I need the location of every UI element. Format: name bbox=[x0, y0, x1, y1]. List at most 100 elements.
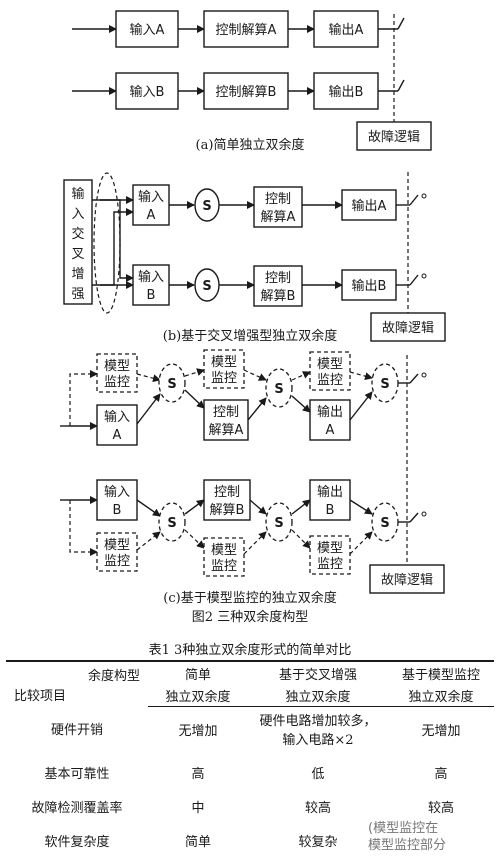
table-row: 故障检测覆盖率 中 较高 较高 bbox=[6, 789, 494, 823]
table-cell: 中 bbox=[191, 800, 205, 816]
b-input-a-sub: A bbox=[147, 208, 156, 223]
row-label: 软件复杂度 bbox=[44, 834, 110, 850]
c-top-selector-3-label: S bbox=[380, 377, 389, 392]
switch-b-icon bbox=[397, 79, 405, 92]
table-cell: 简单 bbox=[184, 834, 211, 850]
column-header-sub: 独立双余度 bbox=[388, 684, 494, 707]
b-control-a-label: 控制 bbox=[265, 192, 291, 207]
column-header-sub: 独立双余度 bbox=[248, 684, 388, 707]
column-header: 基于交叉增强 bbox=[248, 660, 388, 684]
caption-b: (b)基于交叉增强型独立双余度 bbox=[163, 328, 337, 344]
c-bottom-selector-1 bbox=[158, 502, 186, 542]
table-cell: 较高 bbox=[427, 800, 454, 816]
b-output-a-label: 输出A bbox=[352, 198, 387, 214]
c-bottom-model3-box bbox=[309, 535, 351, 575]
c-top-model2-label: 模型 bbox=[211, 355, 237, 370]
b-input-b-box bbox=[132, 264, 170, 306]
c-bottom-input-label: 输入 bbox=[104, 484, 130, 500]
column-header: 基于模型监控 bbox=[388, 660, 494, 684]
b-selector-b-label: S bbox=[202, 279, 211, 294]
c-top-input-box bbox=[96, 404, 138, 446]
diagram-b: 输 入 交 叉 增 强 输入 A 输入 B S S 控制 解算A 控制 解算B bbox=[63, 172, 446, 344]
watermark-line: (模型监控在 bbox=[368, 821, 439, 836]
b-control-b-sub: 解算B bbox=[261, 289, 296, 304]
c-bottom-output-sub: B bbox=[326, 503, 335, 518]
c-top-switch-icon bbox=[409, 373, 419, 384]
c-top-model2-box bbox=[203, 349, 245, 389]
c-top-output-sub: A bbox=[326, 423, 335, 438]
c-bottom-switch-icon bbox=[409, 512, 419, 523]
c-top-input-label: 输入 bbox=[104, 409, 130, 425]
c-bottom-selector-1-label: S bbox=[167, 516, 176, 531]
corner-item-label: 比较项目 bbox=[14, 688, 67, 704]
c-bottom-selector-2 bbox=[265, 502, 293, 542]
table-title: 表1 3种独立双余度形式的简单对比 bbox=[148, 643, 352, 658]
fault-logic-box-b bbox=[370, 312, 446, 342]
b-input-b-label: 输入 bbox=[138, 269, 164, 285]
c-top-model1-box bbox=[96, 353, 138, 393]
row-label: 故障检测覆盖率 bbox=[31, 800, 123, 816]
c-bottom-model2-sub: 监控 bbox=[211, 559, 237, 574]
b-control-a-sub: 解算A bbox=[261, 210, 296, 225]
c-bottom-model3-sub: 监控 bbox=[317, 557, 343, 572]
cross-input-char: 强 bbox=[71, 287, 84, 302]
cross-input-char: 交 bbox=[71, 226, 84, 242]
cross-enhancement-ellipse bbox=[93, 172, 121, 314]
c-top-control-sub: 解算A bbox=[209, 423, 244, 438]
b-input-b-sub: B bbox=[147, 288, 156, 303]
c-bottom-control-box bbox=[203, 479, 251, 521]
c-bottom-control-sub: 解算B bbox=[210, 503, 245, 518]
fault-logic-box-a bbox=[356, 121, 432, 151]
cross-input-char: 增 bbox=[71, 267, 84, 282]
cross-input-char: 叉 bbox=[71, 247, 84, 262]
c-top-model2-sub: 监控 bbox=[211, 371, 237, 386]
c-top-model1-sub: 监控 bbox=[104, 375, 130, 390]
c-top-model3-box bbox=[309, 351, 351, 391]
b-selector-a-label: S bbox=[202, 199, 211, 214]
c-top-model3-label: 模型 bbox=[317, 357, 343, 372]
fault-logic-label-b: 故障逻辑 bbox=[382, 321, 434, 336]
output-a-label: 输出A bbox=[329, 22, 364, 38]
cross-input-char: 入 bbox=[71, 207, 84, 222]
c-top-output-label: 输出 bbox=[317, 404, 343, 420]
input-b-label: 输入B bbox=[130, 84, 165, 100]
cross-input-box bbox=[63, 179, 93, 305]
c-bottom-output-box bbox=[309, 479, 351, 521]
table-cell: 无增加 bbox=[421, 723, 461, 739]
table-row: 硬件开销 无增加 硬件电路增加较多， 输入电路×2 无增加 bbox=[6, 707, 494, 756]
table-cell: 低 bbox=[311, 766, 325, 782]
c-bottom-control-label: 控制 bbox=[214, 485, 240, 500]
c-bottom-model1-box bbox=[96, 532, 138, 572]
c-top-selector-2 bbox=[265, 368, 293, 408]
c-bottom-input-box bbox=[96, 479, 138, 521]
c-bottom-model1-label: 模型 bbox=[104, 538, 130, 553]
output-b-label: 输出B bbox=[329, 84, 364, 100]
redundancy-architecture-figure: 输入A 控制解算A 输出A 输入B 控制解算B 输出B 故障逻辑 (a)简单独立… bbox=[60, 10, 446, 625]
b-control-b-label: 控制 bbox=[265, 271, 291, 286]
column-header-sub: 独立双余度 bbox=[148, 684, 248, 707]
fault-logic-box-c bbox=[369, 564, 445, 594]
c-bottom-output-label: 输出 bbox=[317, 484, 343, 500]
comparison-table: 余度构型 比较项目 简单 基于交叉增强 基于模型监控 独立双余度 独立双余度 独… bbox=[6, 660, 494, 857]
c-bottom-model2-box bbox=[203, 537, 245, 577]
c-bottom-input-sub: B bbox=[113, 503, 122, 518]
b-output-b-box bbox=[341, 269, 397, 301]
b-control-a-box bbox=[253, 186, 303, 228]
c-top-selector-1 bbox=[158, 363, 186, 403]
b-control-b-box bbox=[253, 265, 303, 307]
figure-caption: 图2 三种双余度构型 bbox=[192, 609, 308, 625]
row-label: 基本可靠性 bbox=[44, 766, 110, 782]
c-top-control-box bbox=[203, 399, 249, 441]
watermark-text: (模型监控在 模型监控部分 bbox=[368, 820, 446, 854]
c-top-output-box bbox=[309, 399, 351, 441]
table-cell: 较高 bbox=[304, 800, 331, 816]
cross-input-char: 输 bbox=[71, 186, 84, 202]
diagram-a: 输入A 控制解算A 输出A 输入B 控制解算B 输出B 故障逻辑 (a)简单独立… bbox=[72, 10, 432, 153]
control-b-label: 控制解算B bbox=[216, 85, 277, 100]
table-cell: 硬件电路增加较多， 输入电路×2 bbox=[259, 714, 377, 748]
table-row: 软件复杂度 简单 较复杂 bbox=[6, 823, 494, 857]
fault-logic-label-a: 故障逻辑 bbox=[368, 130, 420, 145]
c-bottom-selector-3-label: S bbox=[380, 516, 389, 531]
control-a-label: 控制解算A bbox=[216, 23, 277, 38]
control-b-box bbox=[203, 72, 289, 110]
